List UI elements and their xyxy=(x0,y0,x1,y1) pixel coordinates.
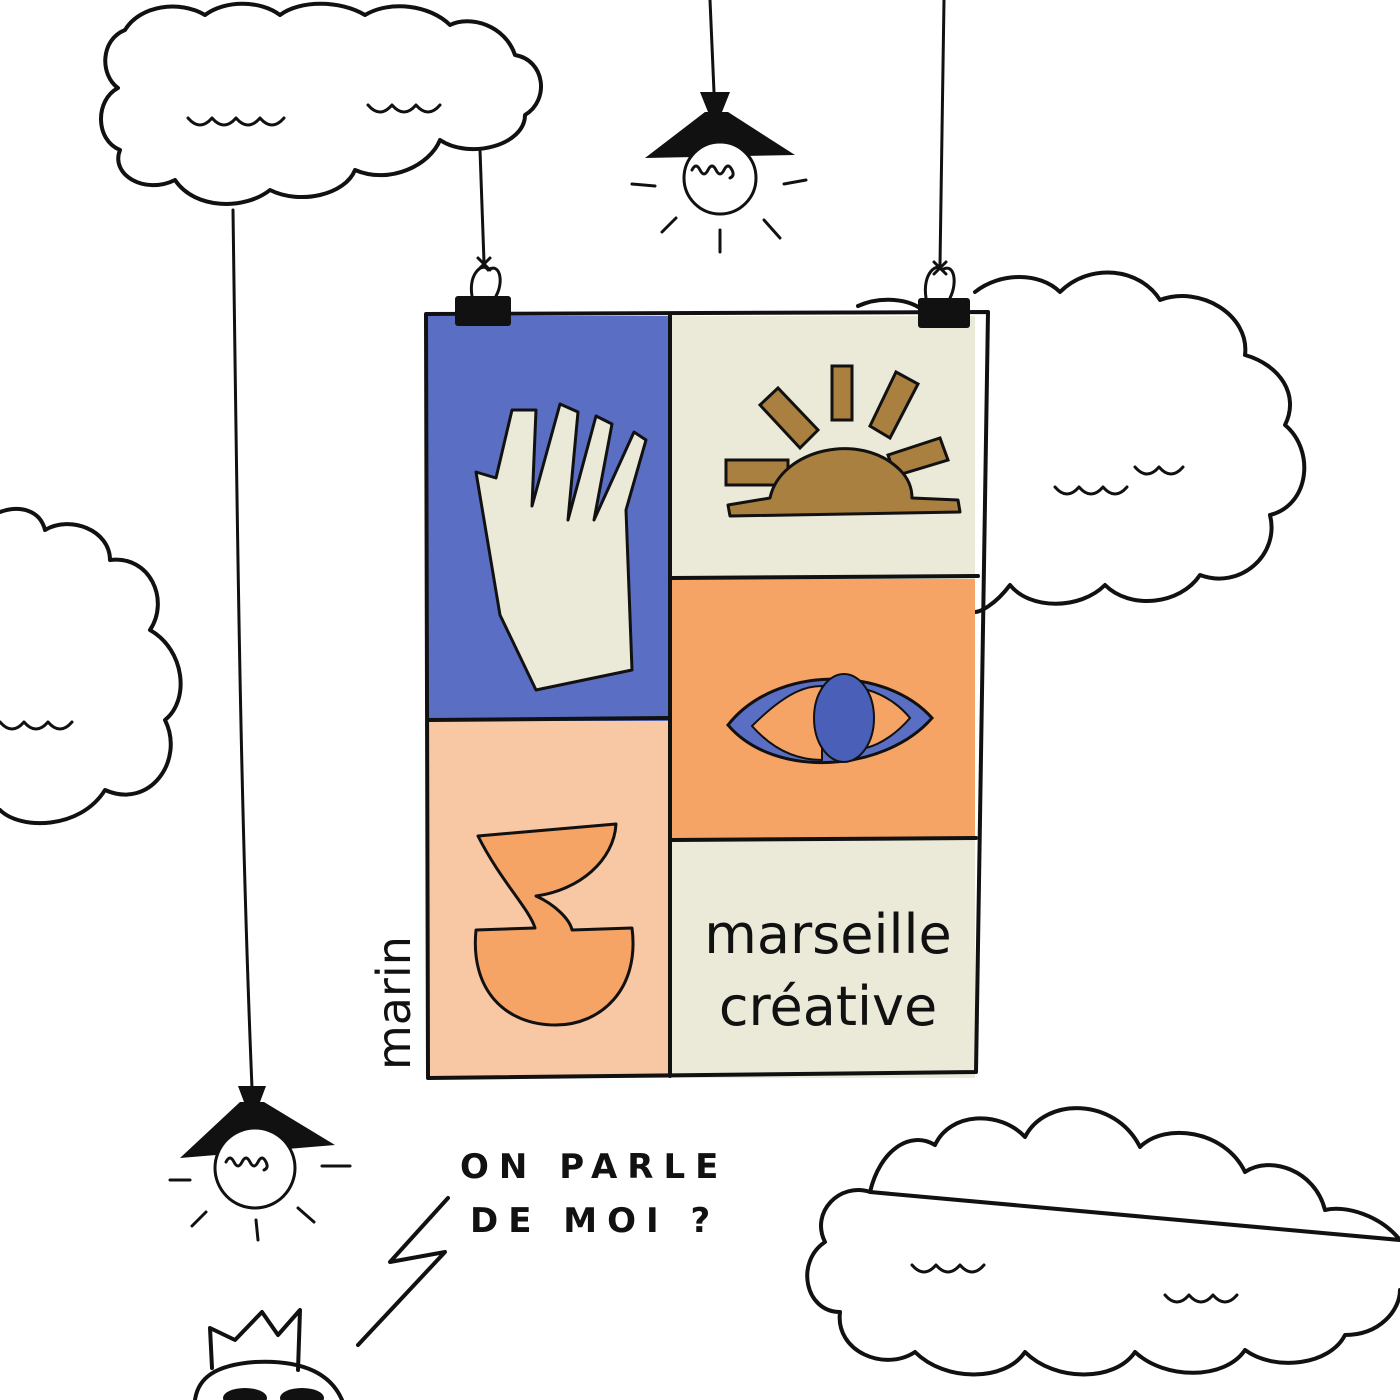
speech-line-2: DE MOI ? xyxy=(470,1201,720,1241)
cloud-icon xyxy=(99,1,543,206)
hanging-string xyxy=(708,0,716,94)
poster-title-line-1: marseille xyxy=(704,903,951,966)
signature: marin xyxy=(367,936,421,1070)
poster-panel-title xyxy=(670,839,975,1078)
hanging-string xyxy=(231,208,254,1090)
crown-icon xyxy=(208,1308,302,1372)
lamp-icon xyxy=(630,92,808,254)
hand-icon xyxy=(474,402,648,692)
hanging-string xyxy=(478,148,486,264)
sun-icon xyxy=(724,364,962,518)
vase-icon xyxy=(473,822,635,1027)
speech-zigzag xyxy=(356,1196,450,1347)
poster-title-line-2: créative xyxy=(719,975,937,1038)
binder-clip-icon xyxy=(455,256,511,326)
hanging-string xyxy=(938,0,946,267)
character-head xyxy=(193,1359,344,1400)
binder-clip-icon xyxy=(918,260,970,328)
cloud-icon xyxy=(805,1106,1400,1377)
lamp-icon xyxy=(168,1086,352,1242)
speech-line-1: ON PARLE xyxy=(460,1147,728,1187)
poster: marseille créative xyxy=(424,310,990,1080)
eye-icon xyxy=(726,673,934,764)
cloud-icon xyxy=(0,507,183,826)
